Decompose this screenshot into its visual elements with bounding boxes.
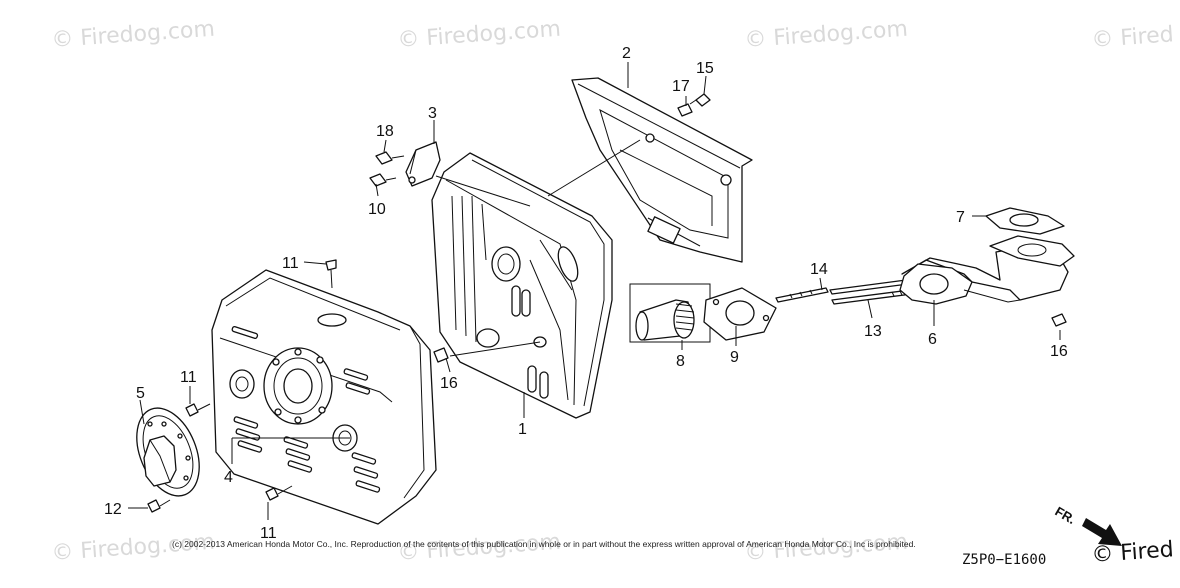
tapping-screw-part <box>265 485 293 501</box>
label-part-7: 7 <box>956 209 965 226</box>
muffler-cover-part <box>211 269 437 525</box>
flange-bolt-part <box>375 151 405 165</box>
tapping-screw-part <box>325 259 337 289</box>
label-part-14: 14 <box>810 261 828 278</box>
label-part-5: 5 <box>136 385 145 402</box>
label-part-11-mid: 11 <box>180 369 197 386</box>
copyright-notice: (c) 2002-2013 American Honda Motor Co., … <box>172 539 916 549</box>
watermark: © Firedog.com <box>51 17 216 53</box>
label-part-12: 12 <box>104 501 122 518</box>
diagram-code: Z5P0−E1600 <box>962 552 1046 568</box>
label-part-13: 13 <box>864 323 882 340</box>
label-part-9: 9 <box>730 349 739 366</box>
front-direction-indicator: FR. <box>1053 504 1122 546</box>
front-direction-label: FR. <box>1053 504 1079 527</box>
stud-bolt-part <box>775 287 829 303</box>
label-part-8: 8 <box>676 353 685 370</box>
flange-nut-part <box>433 347 449 363</box>
label-part-18: 18 <box>376 123 394 140</box>
label-part-11-bottom: 11 <box>260 525 277 542</box>
exhaust-pipe-part <box>899 235 1075 305</box>
screw-part <box>147 499 171 513</box>
bolt-part <box>689 93 711 107</box>
label-part-10: 10 <box>368 201 386 218</box>
label-part-1: 1 <box>518 421 527 438</box>
watermark: © Firedog.com <box>397 17 562 53</box>
label-part-16-right: 16 <box>1050 343 1068 360</box>
exhaust-deflector-part <box>136 407 200 497</box>
label-part-11-top: 11 <box>282 255 299 272</box>
label-part-4: 4 <box>224 469 233 486</box>
pipe-gasket-part <box>985 207 1065 235</box>
label-part-6: 6 <box>928 331 937 348</box>
flange-bolt-part <box>369 173 397 187</box>
tapping-screw-part <box>185 403 211 417</box>
muffler-body-part <box>431 152 613 419</box>
label-part-16-left: 16 <box>440 375 458 392</box>
flange-nut-part <box>677 103 693 117</box>
leader-lines <box>128 62 1061 520</box>
watermark: © Fired <box>1091 22 1175 53</box>
muffler-protector-part <box>571 77 753 263</box>
muffler-gasket-part <box>703 287 777 341</box>
bracket-part <box>405 141 441 187</box>
label-part-2: 2 <box>622 45 631 62</box>
label-part-17: 17 <box>672 78 690 95</box>
front-arrow-icon <box>1082 518 1122 546</box>
flange-nut-part <box>1051 313 1067 327</box>
label-part-3: 3 <box>428 105 437 122</box>
watermark: © Firedog.com <box>744 17 909 53</box>
label-part-15: 15 <box>696 60 714 77</box>
spark-arrester-part <box>629 283 711 343</box>
